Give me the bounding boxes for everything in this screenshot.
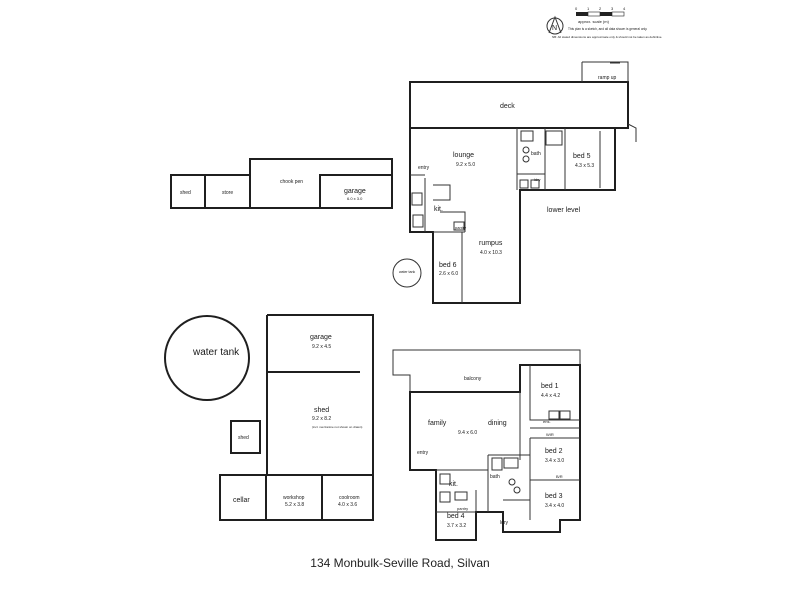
room-label: garage [310,334,332,341]
room-label: water tank [192,347,240,358]
room-label: kit. [434,206,443,213]
room-size: 9.2 x 4.5 [312,344,331,350]
upper-level-plan: balcony family dining 9.4 x 6.0 entry ki… [392,349,581,541]
room-label: shed [238,435,249,441]
scale-tick: 4 [623,6,626,11]
room-label: bed 3 [545,493,563,500]
room-label: family [428,420,447,427]
shed-outline [266,372,374,476]
room-size: 3.4 x 3.0 [545,458,564,464]
garage-room-top [319,174,393,209]
room-size: 2.6 x 6.0 [439,271,458,277]
room-size: 9.2 x 8.2 [312,416,331,422]
compass-icon: N [546,15,564,35]
lower-level-outline [409,127,616,304]
room-label: bath [490,474,500,480]
room-label: workshop [283,495,305,501]
bottom-outbuildings: water tank garage 9.2 x 4.5 shed 9.2 x 8… [164,314,374,521]
legend-note: This plan is a sketch, and all data show… [568,27,647,31]
room-label: dining [488,420,507,427]
room-label: cellar [233,497,250,504]
deck-outline [409,81,629,129]
room-label: coolroom [339,495,360,501]
level-label: lower level [547,207,581,214]
room-size: 4.4 x 4.2 [541,393,560,399]
ramp-outline [582,61,629,82]
water-tank-small [392,258,422,288]
bath-fixture [503,457,519,469]
room-label: bath [531,151,541,157]
room-label: shed [180,190,191,196]
scale-bar: 0 1 2 3 4 approx. scale (m) [575,6,626,24]
scale-tick: 0 [575,6,578,11]
shower-fixture [491,457,503,471]
shower-fixture [545,130,563,146]
room-size: 6.0 x 3.0 [347,196,363,201]
compass-letter: N [552,25,557,32]
room-label: entry [418,165,430,171]
coolroom-room [321,474,374,521]
room-label: B/R [556,474,563,479]
room-size: 3.7 x 3.2 [447,523,466,529]
room-size: 9.4 x 6.0 [458,430,477,436]
room-size: 9.2 x 5.0 [456,162,475,168]
top-outbuildings: shed store chook pen garage 6.0 x 3.0 [170,158,393,209]
room-size: 4.0 x 3.6 [338,502,357,508]
room-label: bed 4 [447,513,465,520]
lower-level-plan: ramp up deck lounge 9.2 x 5.0 entry bath… [392,61,637,304]
room-note: (incl. mezzanine not shown on drawn) [312,425,362,429]
room-size: 3.4 x 4.0 [545,503,564,509]
scale-tick: 2 [599,6,602,11]
room-label: store [222,190,233,196]
scale-tick: 3 [611,6,614,11]
room-label: garage [344,188,366,195]
upper-level-outline [409,364,581,541]
room-label: ens. [543,419,551,424]
bath-fixture [520,130,534,142]
scale-tick: 1 [587,6,590,11]
room-label: bed 1 [541,383,559,390]
room-label: lounge [453,152,474,159]
property-address: 134 Monbulk-Seville Road, Silvan [310,556,490,570]
room-label: entry [417,450,429,456]
room-label: rumpus [479,240,503,247]
room-label: bed 5 [573,153,591,160]
legend: N 0 1 2 3 4 approx. scale (m) This plan … [546,6,662,39]
water-tank-large [164,315,250,401]
ramp-label: ramp up [598,75,617,81]
scale-label: approx. scale (m) [578,19,610,24]
room-label: kit. [449,481,458,488]
room-label: deck [500,103,515,110]
room-label: balcony [464,376,482,382]
room-label: shed [314,407,329,414]
room-label: bed 6 [439,262,457,269]
room-label: bed 2 [545,448,563,455]
room-size: 5.2 x 3.8 [285,502,304,508]
room-label: pantry [457,506,468,511]
small-shed [230,420,261,454]
room-label: chook pen [280,179,303,185]
room-label: pantry [455,225,466,230]
room-label: ldry [500,520,509,526]
room-label: ldry [534,177,540,182]
legend-note: NB: All stated dimensions are approximat… [552,35,662,39]
room-size: 4.0 x 10.3 [480,250,502,256]
room-label: water tank [399,270,415,274]
room-size: 4.3 x 5.3 [575,163,594,169]
room-label: WIR [546,432,554,437]
